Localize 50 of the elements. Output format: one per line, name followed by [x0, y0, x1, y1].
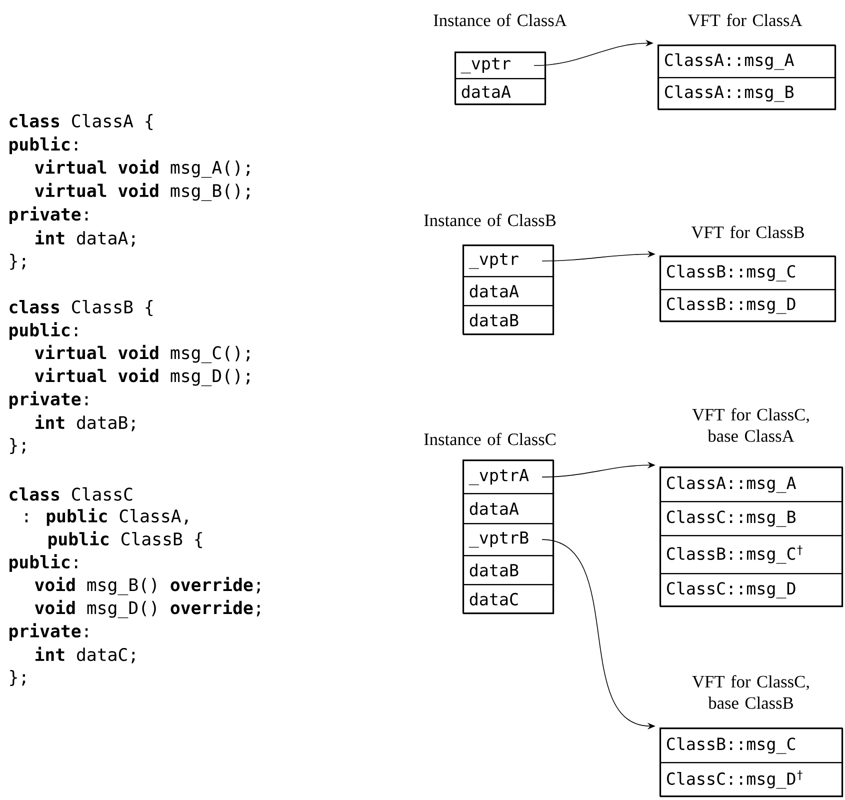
code-line: };: [10, 670, 26, 686]
table-cell: ClassA::msg_A: [660, 467, 844, 502]
table-cell: ClassA::msg_A: [658, 45, 836, 78]
table-cell: dataB: [463, 555, 554, 586]
table-cell: dataC: [463, 584, 554, 614]
code-line: private:: [10, 391, 88, 409]
table-cell: ClassB::msg_C: [660, 256, 836, 290]
node-label: VFT for ClassA: [688, 14, 802, 26]
code-line: : public ClassA,: [25, 508, 188, 526]
code-line: virtual void msg_C();: [34, 344, 250, 364]
node-label: VFT for ClassB: [691, 226, 804, 238]
table-cell: ClassA::msg_B: [658, 77, 836, 110]
code-line: virtual void msg_A();: [34, 160, 250, 178]
code-line: int dataA;: [35, 230, 135, 247]
code-line: class ClassB {: [10, 300, 152, 316]
code-line: class ClassA {: [10, 114, 152, 130]
table-cell: ClassC::msg_D$^{†}$: [660, 762, 844, 798]
code-line: virtual void msg_B();: [34, 182, 250, 201]
table-cell: _vptr: [455, 52, 546, 80]
node-label: VFT for ClassC, base ClassB: [692, 675, 809, 709]
node-label: VFT for ClassC, base ClassA: [692, 408, 809, 442]
code-line: void msg_B() override;: [34, 576, 260, 596]
table-cell: ClassC::msg_B: [660, 501, 844, 536]
code-line: private:: [10, 206, 88, 224]
table-cell: ClassB::msg_C: [660, 728, 844, 764]
table-cell: dataB: [463, 305, 554, 336]
code-line: };: [10, 438, 26, 454]
table-cell: dataA: [463, 276, 554, 306]
code-line: virtual void msg_D();: [34, 368, 250, 386]
table-cell: ClassB::msg_C$^{†}$: [660, 535, 844, 574]
node-label: Instance of ClassC: [424, 432, 556, 446]
node-label: Instance of ClassA: [434, 14, 567, 26]
code-line: public:: [10, 136, 78, 154]
table-cell: ClassB::msg_D: [660, 289, 836, 322]
table-cell: _vptr: [463, 245, 554, 278]
table-cell: dataA: [463, 493, 554, 524]
code-line: class ClassC: [10, 487, 132, 501]
code-line: int dataB;: [35, 414, 135, 432]
table-cell: _vptrB: [463, 523, 554, 556]
table-cell: ClassC::msg_D: [660, 573, 844, 608]
code-line: public:: [10, 322, 78, 340]
code-line: private:: [10, 623, 88, 641]
code-line: void msg_D() override;: [34, 600, 260, 618]
code-line: int dataC;: [35, 646, 135, 664]
table-cell: dataA: [455, 78, 546, 106]
code-line: public:: [10, 554, 78, 572]
node-label: Instance of ClassB: [424, 214, 556, 226]
code-line: };: [10, 254, 26, 270]
code-line: public ClassB {: [48, 531, 202, 549]
table-cell: _vptrA: [463, 460, 554, 494]
